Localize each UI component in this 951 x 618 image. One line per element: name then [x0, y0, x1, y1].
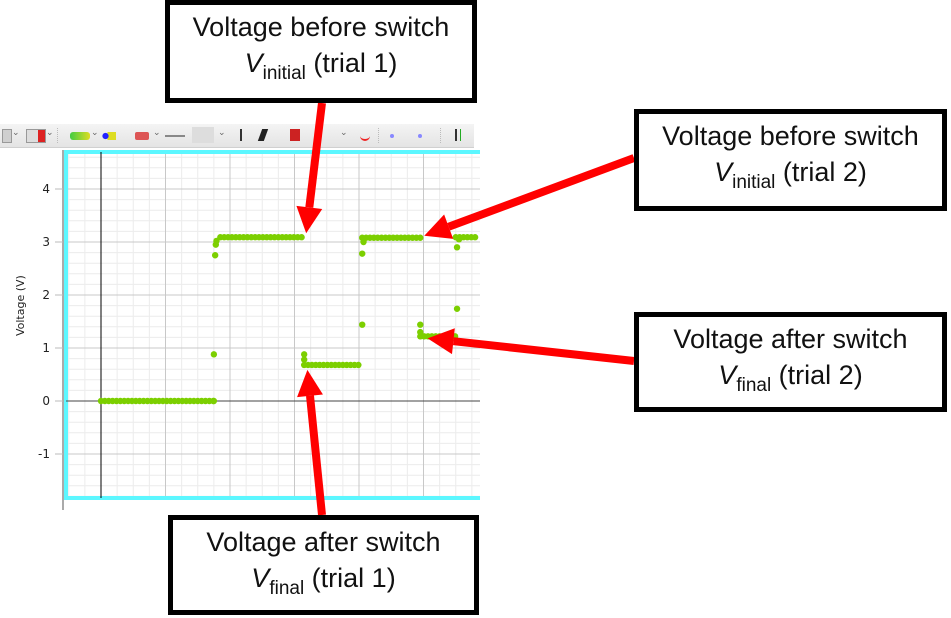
- data-point: [455, 236, 463, 243]
- text-tool-icon[interactable]: [240, 129, 242, 141]
- plot-area-border: [64, 150, 480, 500]
- scatter-icon[interactable]: [192, 127, 214, 143]
- callout-line2: Vinitial (trial 1): [170, 45, 472, 92]
- data-point: [300, 356, 308, 363]
- data-point: [300, 351, 308, 358]
- toolbar-separator: [440, 128, 442, 143]
- voltage-chart: 4 3 2 1 0 -1 Voltage (V): [14, 150, 480, 510]
- toolbar-separator: [57, 128, 59, 143]
- data-point: [359, 321, 366, 328]
- callout-vfinal-trial1: Voltage after switch Vfinal (trial 1): [168, 515, 479, 615]
- chevron-down-icon[interactable]: ⌄: [91, 127, 99, 137]
- data-point: [451, 333, 459, 340]
- data-point: [298, 234, 305, 241]
- y-tick-label: 0: [42, 394, 50, 408]
- callout-suffix: (trial 1): [305, 48, 398, 78]
- callout-line2: Vfinal (trial 1): [173, 560, 474, 607]
- data-point: [211, 252, 219, 259]
- y-tick-label: 2: [42, 288, 50, 302]
- data-point: [471, 234, 479, 241]
- callout-subscript: final: [736, 375, 772, 396]
- y-tick-label: -1: [38, 447, 50, 461]
- chevron-down-icon[interactable]: ⌄: [340, 127, 348, 137]
- arrow-shaft: [452, 337, 635, 365]
- data-point: [359, 250, 366, 257]
- annotation-icon[interactable]: [290, 129, 300, 141]
- data-point: [210, 397, 218, 405]
- data-point: [360, 238, 367, 246]
- callout-symbol: V: [718, 360, 737, 390]
- callout-line1: Voltage before switch: [662, 121, 919, 151]
- chart-toolbar: ⌄ ⌄ ⌄ ⌄ ⌄ ⌄: [0, 124, 474, 148]
- callout-subscript: initial: [732, 172, 776, 193]
- data-point: [210, 351, 218, 358]
- point-marker-icon[interactable]: [390, 134, 394, 138]
- callout-suffix: (trial 1): [304, 563, 396, 593]
- data-point: [453, 305, 461, 312]
- series-color-icon[interactable]: [70, 132, 90, 140]
- color-fill-icon[interactable]: [26, 129, 46, 143]
- callout-line2: Vfinal (trial 2): [639, 357, 942, 404]
- chevron-down-icon[interactable]: ⌄: [46, 127, 54, 137]
- callout-line1: Voltage after switch: [206, 527, 441, 557]
- chart-type-icon[interactable]: [2, 129, 12, 143]
- data-point: [417, 234, 424, 241]
- data-series: [97, 234, 479, 405]
- data-point: [213, 237, 220, 245]
- line-style-icon[interactable]: [135, 132, 149, 140]
- callout-symbol: V: [244, 48, 263, 78]
- callout-subscript: initial: [262, 63, 306, 84]
- data-point: [417, 321, 424, 328]
- callout-suffix: (trial 2): [771, 360, 863, 390]
- callout-line2: Vinitial (trial 2): [639, 154, 942, 201]
- callout-vinitial-trial1: Voltage before switch Vinitial (trial 1): [165, 0, 477, 103]
- marker-style-icon[interactable]: [102, 132, 116, 140]
- chevron-down-icon[interactable]: ⌄: [12, 127, 20, 137]
- y-tick-label: 1: [42, 341, 50, 355]
- callout-line1: Voltage before switch: [192, 12, 450, 42]
- toolbar-separator: [378, 128, 380, 143]
- point-marker-icon-2[interactable]: [418, 134, 422, 138]
- y-ticks: 4 3 2 1 0 -1: [38, 182, 63, 461]
- callout-vinitial-trial2: Voltage before switch Vinitial (trial 2): [634, 109, 947, 211]
- chevron-down-icon[interactable]: ⌄: [218, 127, 226, 137]
- data-point: [355, 361, 362, 369]
- callout-subscript: final: [269, 578, 305, 599]
- callout-line1: Voltage after switch: [673, 324, 908, 354]
- axis-icon[interactable]: [455, 129, 465, 141]
- y-tick-label: 4: [42, 182, 50, 196]
- callout-symbol: V: [251, 563, 270, 593]
- y-tick-label: 3: [42, 235, 50, 249]
- curve-icon[interactable]: [360, 133, 370, 141]
- callout-vfinal-trial2: Voltage after switch Vfinal (trial 2): [634, 312, 947, 412]
- line-icon[interactable]: [165, 135, 185, 137]
- callout-suffix: (trial 2): [775, 157, 867, 187]
- y-axis-label: Voltage (V): [14, 275, 27, 336]
- chevron-down-icon[interactable]: ⌄: [153, 127, 161, 137]
- data-point: [417, 328, 424, 336]
- callout-symbol: V: [714, 157, 733, 187]
- data-point: [453, 244, 461, 251]
